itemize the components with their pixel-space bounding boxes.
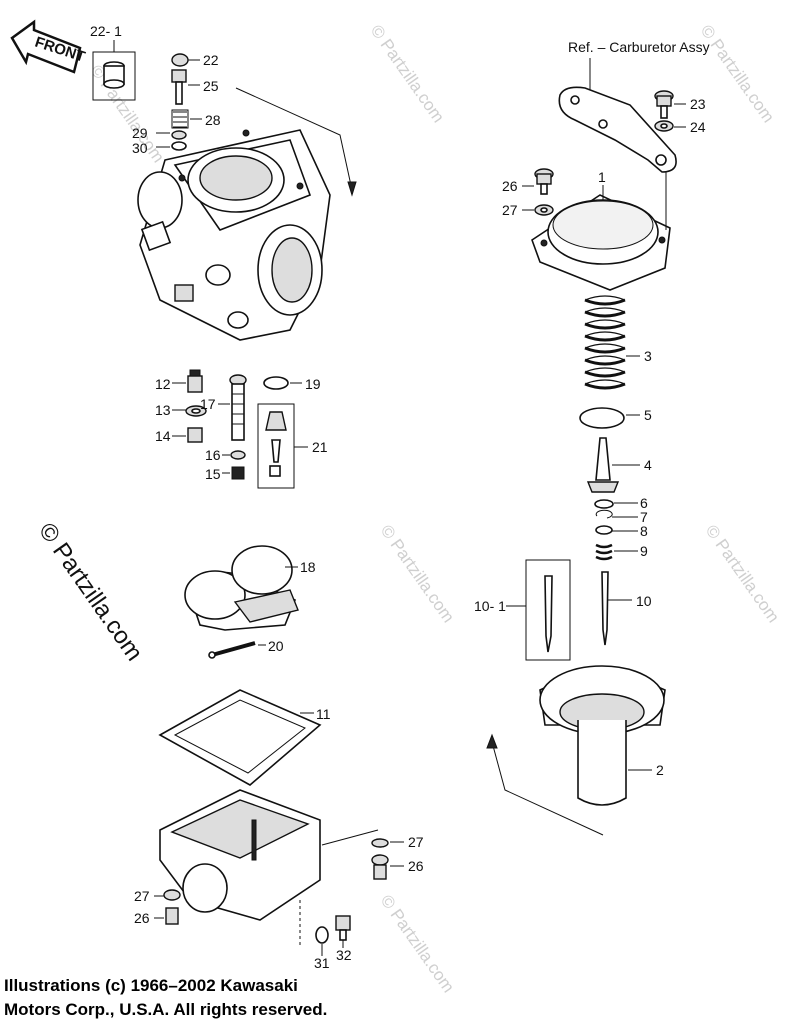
part-small-jets	[185, 369, 295, 489]
callout-21: 21	[312, 439, 328, 455]
callout-22: 22	[203, 52, 219, 68]
callout-15: 15	[205, 466, 221, 482]
callout-10: 10	[636, 593, 652, 609]
callout-11: 11	[316, 706, 331, 722]
part-bracket	[558, 86, 677, 173]
callout-30: 30	[132, 140, 148, 156]
part-top-cover	[531, 194, 671, 291]
callout-6: 6	[640, 495, 648, 511]
callout-16: 16	[205, 447, 221, 463]
callout-17: 17	[200, 396, 216, 412]
copyright-line-2: Motors Corp., U.S.A. All rights reserved…	[4, 1000, 328, 1019]
carburetor-body	[137, 129, 331, 341]
watermark: © Partzilla.com	[367, 21, 448, 126]
callout-26: 26	[502, 178, 518, 194]
ref-carburetor-assy-label: Ref. – Carburetor Assy	[568, 39, 710, 55]
callout-24: 24	[690, 119, 706, 135]
callout-20: 20	[268, 638, 284, 654]
callout-5: 5	[644, 407, 652, 423]
callout-10-1: 10- 1	[474, 598, 506, 614]
callout-7: 7	[640, 509, 648, 525]
part-screw-23	[654, 90, 674, 132]
callout-3: 3	[644, 348, 652, 364]
part-spring	[584, 295, 626, 390]
callout-23: 23	[690, 96, 706, 112]
part-needle-holder	[586, 437, 620, 493]
callout-13: 13	[155, 402, 171, 418]
part-drain-screw	[315, 915, 351, 944]
front-arrow-icon: FRONT	[10, 19, 87, 74]
pilot-screw-assembly	[171, 53, 189, 151]
part-float	[184, 545, 299, 631]
callout-32: 32	[336, 947, 352, 963]
callout-28: 28	[205, 112, 221, 128]
callout-25: 25	[203, 78, 219, 94]
callout-18: 18	[300, 559, 316, 575]
watermark: © Partzilla.com	[702, 521, 783, 626]
callout-27-left: 27	[134, 888, 150, 904]
callout-31: 31	[314, 955, 330, 971]
part-gasket	[158, 689, 322, 786]
part-bowl-screw-left	[163, 889, 181, 925]
callout-26-left: 26	[134, 910, 150, 926]
part-float-pin	[208, 641, 256, 659]
callout-26-right: 26	[408, 858, 424, 874]
part-washers	[594, 499, 614, 561]
callout-19: 19	[305, 376, 321, 392]
callout-9: 9	[640, 543, 648, 559]
callout-2: 2	[656, 762, 664, 778]
part-screw-26	[534, 168, 554, 216]
part-diaphragm-slide	[539, 665, 666, 806]
callout-1: 1	[598, 169, 606, 185]
callout-12: 12	[155, 376, 171, 392]
part-float-bowl	[159, 789, 321, 921]
callout-27-right: 27	[408, 834, 424, 850]
side-watermark: © Partzilla.com	[33, 518, 148, 666]
callout-27: 27	[502, 202, 518, 218]
part-jet-needle-alt	[544, 575, 553, 653]
watermark: © Partzilla.com	[697, 21, 778, 126]
part-ring	[579, 407, 625, 429]
callout-29: 29	[132, 125, 148, 141]
part-cap	[92, 51, 136, 101]
copyright-line-1: Illustrations (c) 1966–2002 Kawasaki	[4, 976, 298, 995]
part-jet-needle	[601, 571, 609, 646]
watermark: © Partzilla.com	[87, 61, 168, 166]
callout-22-1: 22- 1	[90, 23, 122, 39]
watermark: © Partzilla.com	[377, 521, 458, 626]
callout-14: 14	[155, 428, 171, 444]
watermark: © Partzilla.com	[377, 891, 458, 996]
callout-4: 4	[644, 457, 652, 473]
part-bowl-screw-right	[371, 838, 389, 880]
callout-8: 8	[640, 523, 648, 539]
